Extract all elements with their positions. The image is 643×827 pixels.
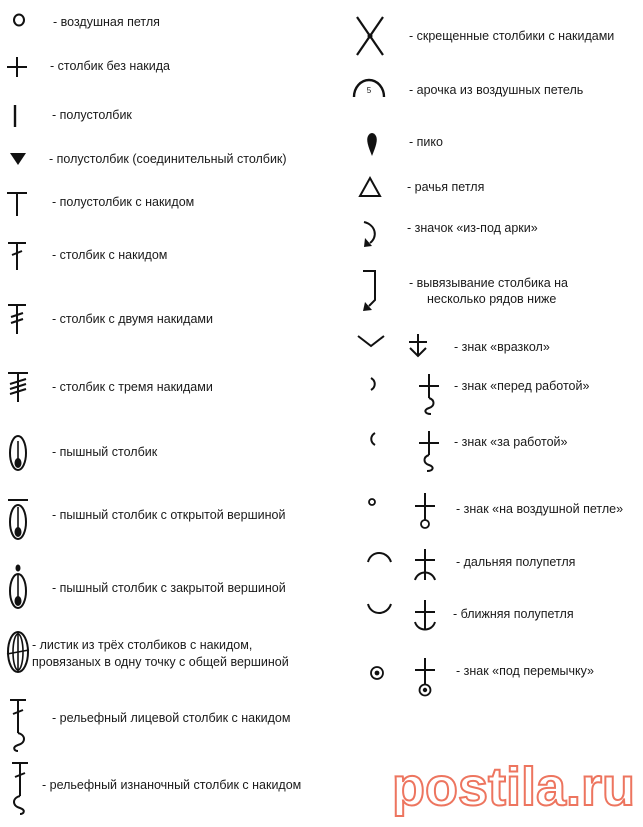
- on-chain-icon: [365, 490, 445, 541]
- symbol-label: - знак «вразкол»: [454, 340, 550, 354]
- symbol-label-line2: провязаных в одну точку с общей вершиной: [32, 655, 289, 669]
- symbol-label: - знак «за работой»: [454, 435, 568, 449]
- back-work-icon: [365, 427, 445, 480]
- double-crochet-icon: [5, 240, 29, 277]
- back-loop-icon: [365, 544, 445, 591]
- half-double-crochet-icon: [5, 190, 29, 223]
- symbol-label: - полустолбик: [52, 108, 132, 122]
- symbol-label: - пышный столбик с закрытой вершиной: [52, 581, 286, 595]
- spread-icon: [355, 330, 445, 365]
- symbol-label: - знак «под перемычку»: [456, 664, 594, 678]
- front-post-dc-icon: [6, 697, 32, 758]
- symbol-label: - пышный столбик с открытой вершиной: [52, 508, 286, 522]
- rows-below-icon: [359, 268, 383, 317]
- symbol-label: - значок «из-под арки»: [407, 221, 538, 235]
- puff-stitch-open-icon: [5, 497, 31, 548]
- postila-watermark-logo: postila.ru: [391, 755, 637, 818]
- chain-arch-icon: 5: [351, 74, 387, 105]
- under-arch-icon: [358, 219, 382, 254]
- symbol-label: - пико: [409, 135, 443, 149]
- crab-stitch-icon: [358, 175, 382, 203]
- crossed-dc-icon: [354, 14, 386, 63]
- symbol-label: - рачья петля: [407, 180, 485, 194]
- symbol-label: - знак «перед работой»: [454, 379, 590, 393]
- arch-count-badge: 5: [367, 86, 372, 95]
- single-crochet-icon: [5, 55, 29, 84]
- symbol-label: - столбик без накида: [50, 59, 170, 73]
- symbol-label: - полустолбик (соединительный столбик): [49, 152, 287, 166]
- symbol-label: - вывязывание столбика на: [409, 276, 568, 290]
- symbol-label: - пышный столбик: [52, 445, 158, 459]
- front-work-icon: [365, 372, 445, 423]
- symbol-label: - скрещенные столбики с накидами: [409, 29, 615, 43]
- symbol-label: - воздушная петля: [53, 15, 160, 29]
- symbol-label: - столбик с накидом: [52, 248, 168, 262]
- chain-stitch-icon: [9, 10, 29, 35]
- puff-stitch-closed-icon: [6, 563, 30, 618]
- symbol-label: - знак «на воздушной петле»: [456, 502, 624, 516]
- symbol-label: - полустолбик с накидом: [52, 195, 195, 209]
- treble-crochet-icon: [5, 302, 29, 341]
- under-bar-icon: [365, 655, 445, 706]
- symbol-label-line2: несколько рядов ниже: [427, 292, 557, 306]
- symbol-label: - дальняя полупетля: [456, 555, 576, 569]
- double-treble-crochet-icon: [5, 370, 31, 409]
- symbol-label: - рельефный лицевой столбик с накидом: [52, 711, 291, 725]
- slip-stitch-triangle-icon: [9, 152, 27, 171]
- leaf-cluster-icon: [4, 628, 32, 681]
- symbol-label: - столбик с тремя накидами: [52, 380, 213, 394]
- symbol-label: - рельефный изнаночный столбик с накидом: [42, 778, 302, 792]
- symbol-label: - листик из трёх столбиков с накидом,: [32, 638, 253, 652]
- puff-stitch-icon: [7, 433, 29, 478]
- symbol-label: - ближняя полупетля: [453, 607, 574, 621]
- back-post-dc-icon: [6, 760, 34, 821]
- front-loop-icon: [365, 596, 445, 643]
- watermark-text: postila.ru: [392, 757, 635, 817]
- slip-stitch-bar-icon: [10, 104, 20, 133]
- symbol-label: - столбик с двумя накидами: [52, 312, 213, 326]
- symbol-label: - арочка из воздушных петель: [409, 83, 584, 97]
- picot-icon: [365, 130, 379, 163]
